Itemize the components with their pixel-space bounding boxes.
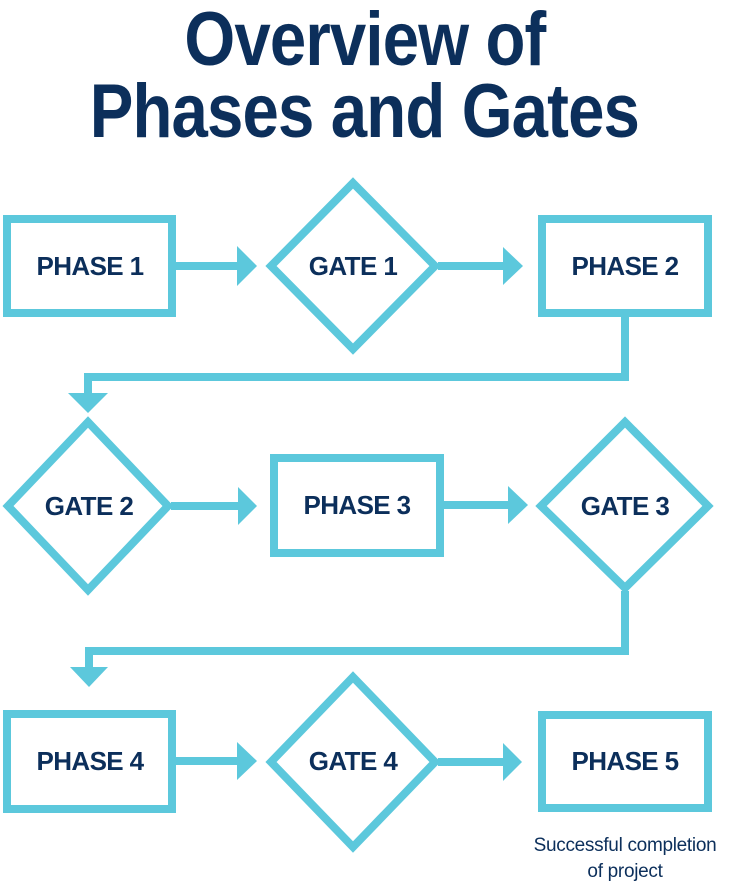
phase-2-box	[538, 215, 712, 317]
connector-phase2-gate2	[84, 317, 629, 396]
arrowhead-gate3-phase4	[70, 667, 108, 687]
gate-2-label: GATE 2	[44, 491, 134, 521]
gate-1-diamond	[265, 177, 441, 355]
phase-1-label: PHASE 1	[36, 251, 144, 281]
completion-caption: Successful completion of project	[515, 833, 729, 885]
phase-5-label: PHASE 5	[571, 746, 679, 776]
caption-line-1: Successful completion	[533, 835, 717, 856]
arrowhead-gate4-phase5	[503, 743, 522, 781]
arrowhead-phase3-gate3	[508, 486, 528, 524]
arrowhead-gate1-phase2	[503, 247, 523, 285]
title-text-1: Overview of	[183, 0, 546, 82]
connector-gate3-phase4	[85, 591, 629, 670]
phase-4-label: PHASE 4	[36, 746, 144, 776]
gate-1-label: GATE 1	[308, 251, 398, 281]
gate-3-label: GATE 3	[580, 491, 670, 521]
arrowhead-phase4-gate4	[237, 742, 257, 780]
gate-4-label: GATE 4	[308, 746, 398, 776]
title-line-1: Overview of	[0, 0, 729, 80]
phase-2-label: PHASE 2	[571, 251, 679, 281]
gate-3-diamond	[535, 416, 714, 594]
gate-2-diamond	[2, 416, 174, 596]
phase-4-box	[3, 710, 176, 813]
arrowhead-phase2-gate2	[68, 393, 108, 413]
phase-5-box	[538, 711, 712, 812]
arrowhead-phase1-gate1	[237, 246, 257, 286]
phase-1-box	[3, 215, 176, 317]
caption-line-2: of project	[587, 861, 663, 882]
phase-3-box	[270, 454, 444, 557]
gate-4-diamond	[265, 671, 441, 853]
title-text-2: Phases and Gates	[89, 69, 640, 154]
title-line-2: Phases and Gates	[0, 72, 729, 152]
phase-3-label: PHASE 3	[303, 490, 411, 520]
arrowhead-gate2-phase3	[238, 487, 257, 525]
